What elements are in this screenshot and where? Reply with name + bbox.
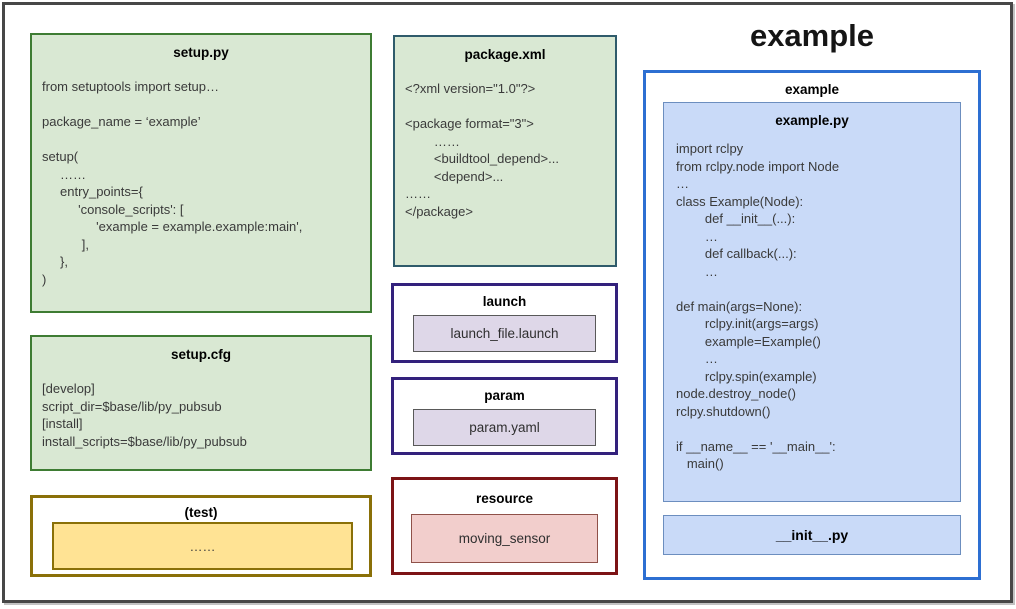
example-py-code: import rclpy from rclpy.node import Node… [676, 141, 840, 471]
test-box: (test) …… [30, 495, 372, 577]
resource-folder-title: resource [475, 491, 534, 506]
package-xml-title: package.xml [464, 47, 546, 62]
package-root-heading: example [749, 18, 875, 53]
launch-file-item: launch_file.launch [413, 315, 596, 352]
test-placeholder-item: …… [52, 522, 353, 570]
setup-py-box: setup.py from setuptools import setup… p… [30, 33, 372, 313]
setup-py-title: setup.py [173, 45, 229, 60]
setup-cfg-code: [develop] script_dir=$base/lib/py_pubsub… [42, 381, 247, 449]
example-package-title: example [784, 82, 840, 97]
launch-folder-box: launch launch_file.launch [391, 283, 618, 363]
param-file-item: param.yaml [413, 409, 596, 446]
example-py-title: example.py [775, 113, 849, 128]
resource-file-item: moving_sensor [411, 514, 598, 563]
launch-folder-title: launch [482, 294, 527, 309]
example-package-box: example example.py import rclpy from rcl… [643, 70, 981, 580]
param-folder-box: param param.yaml [391, 377, 618, 455]
setup-py-code: from setuptools import setup… package_na… [42, 79, 303, 287]
package-xml-box: package.xml <?xml version="1.0"?> <packa… [393, 35, 617, 267]
param-folder-title: param [484, 388, 525, 403]
setup-cfg-title: setup.cfg [170, 347, 231, 362]
resource-folder-box: resource moving_sensor [391, 477, 618, 575]
test-title: (test) [184, 505, 218, 520]
setup-cfg-box: setup.cfg [develop] script_dir=$base/lib… [30, 335, 372, 471]
package-xml-code: <?xml version="1.0"?> <package format="3… [405, 81, 559, 219]
init-py-file-box: __init__.py [663, 515, 961, 555]
example-py-file-box: example.py import rclpy from rclpy.node … [663, 102, 961, 502]
